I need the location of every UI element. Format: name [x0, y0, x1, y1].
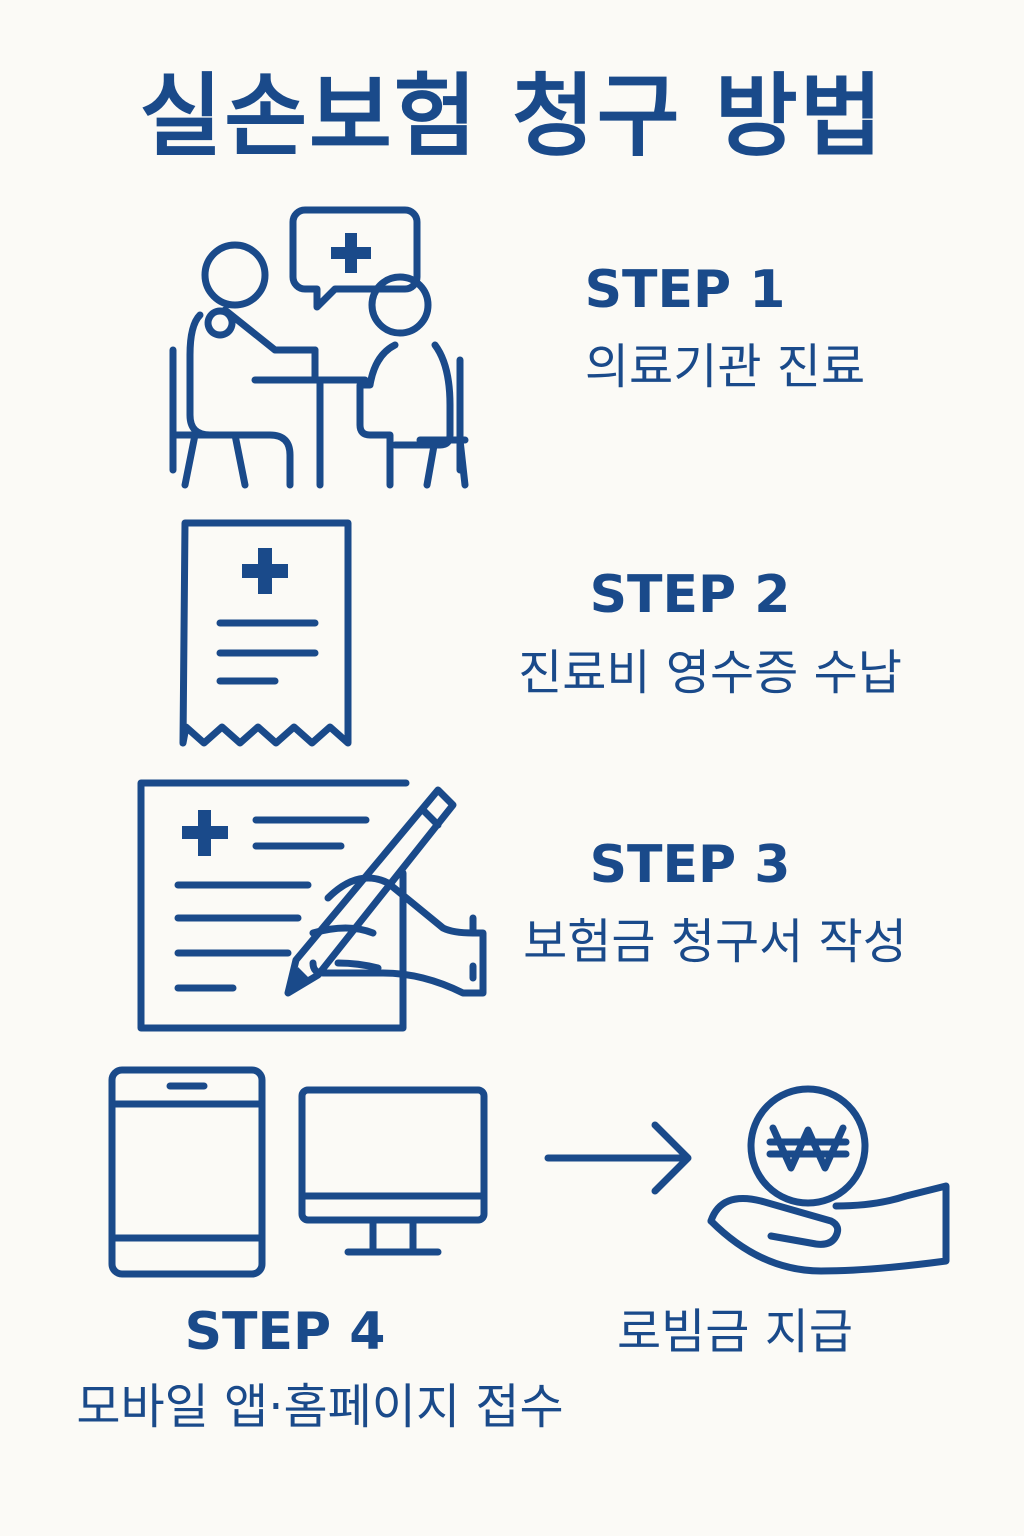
- medical-receipt-icon: [179, 519, 352, 747]
- doctor-patient-consultation-icon: [169, 206, 469, 489]
- step-3-label: STEP 3: [589, 835, 791, 895]
- monitor-icon: [298, 1086, 488, 1256]
- page-title: 실손보험 청구 방법: [139, 64, 885, 169]
- hand-coin-won-icon: [707, 1085, 950, 1275]
- arrow-right-icon: [544, 1121, 692, 1195]
- step-4-label: STEP 4: [184, 1302, 386, 1362]
- tablet-icon: [108, 1066, 266, 1278]
- step-1-text: 의료기관 진료: [584, 339, 866, 395]
- claim-form-writing-icon: [137, 779, 487, 1032]
- payout-text: 로빔금 지급: [616, 1304, 854, 1360]
- step-3-text: 보험금 청구서 작성: [523, 914, 907, 970]
- step-2-text: 진료비 영수증 수납: [518, 645, 902, 701]
- step-4-text: 모바일 앱·홈페이지 접수: [76, 1379, 564, 1435]
- step-2-label: STEP 2: [589, 565, 791, 625]
- step-1-label: STEP 1: [584, 260, 786, 320]
